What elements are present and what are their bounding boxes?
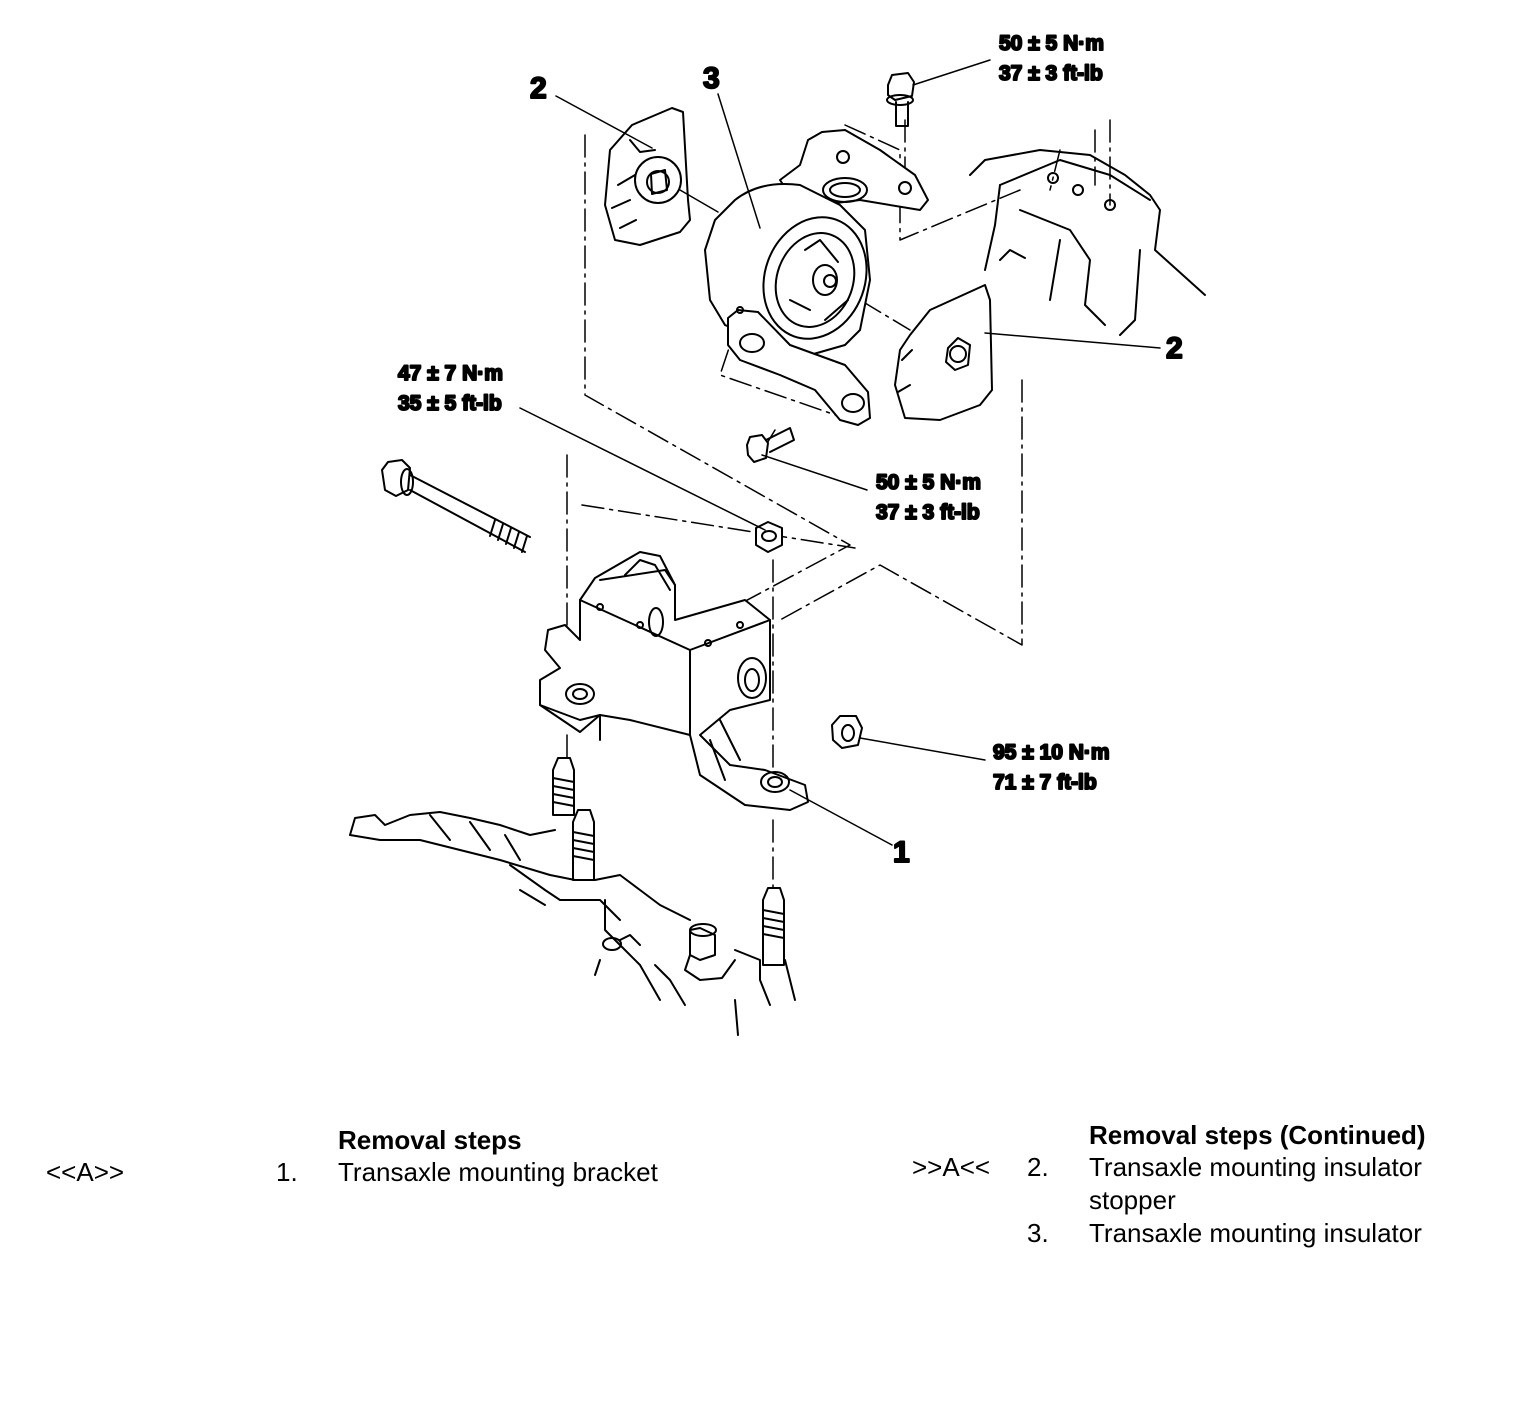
insulator-stopper-right [894, 284, 993, 421]
nut-side [831, 715, 863, 749]
torque-bolt-ftlb: 35 ± 5 ft-lb [398, 392, 502, 415]
nut-top [755, 521, 783, 553]
bolt-top [886, 72, 915, 127]
mounting-bracket [539, 551, 809, 811]
step-2-text-continued: stopper [1089, 1185, 1176, 1215]
torque-insulator-bolt-nm: 50 ± 5 N·m [876, 471, 981, 494]
through-bolt [381, 459, 531, 553]
step-2-mark: >>A<< [912, 1152, 991, 1182]
step-3-number: 3. [1027, 1218, 1049, 1248]
step-2-number: 2. [1027, 1152, 1049, 1182]
step-1-mark: <<A>> [46, 1157, 125, 1187]
torque-bolt-nm: 47 ± 7 N·m [398, 362, 503, 385]
torque-top-ftlb: 37 ± 3 ft-lb [999, 62, 1103, 85]
step-1-text: Transaxle mounting bracket [338, 1157, 658, 1187]
step-2-text: Transaxle mounting insulator [1089, 1152, 1422, 1182]
torque-top-nm: 50 ± 5 N·m [999, 32, 1104, 55]
studs [552, 757, 785, 966]
callout-2-right: 2 [1166, 332, 1183, 365]
torque-insulator-bolt-ftlb: 37 ± 3 ft-lb [876, 501, 980, 524]
callout-2-left: 2 [530, 72, 547, 105]
step-1-number: 1. [276, 1157, 298, 1187]
removal-steps-continued-header: Removal steps (Continued) [1089, 1120, 1426, 1150]
callout-1: 1 [893, 836, 910, 869]
torque-nut-nm: 95 ± 10 N·m [993, 741, 1110, 764]
transaxle-case-upper [969, 149, 1206, 336]
leader-lines [519, 59, 1161, 846]
transaxle-case-lower [349, 811, 796, 1036]
mounting-insulator [704, 129, 929, 426]
removal-steps-header: Removal steps [338, 1125, 522, 1155]
exploded-view-diagram: 2 3 2 1 50 ± 5 N·m 37 ± 3 ft-lb 47 ± 7 N… [349, 31, 1206, 1036]
callout-3: 3 [703, 62, 720, 95]
insulator-stopper-left [604, 107, 719, 246]
torque-nut-ftlb: 71 ± 7 ft-lb [993, 771, 1097, 794]
step-3-text: Transaxle mounting insulator [1089, 1218, 1422, 1248]
bolt-lower-insulator [746, 427, 795, 463]
